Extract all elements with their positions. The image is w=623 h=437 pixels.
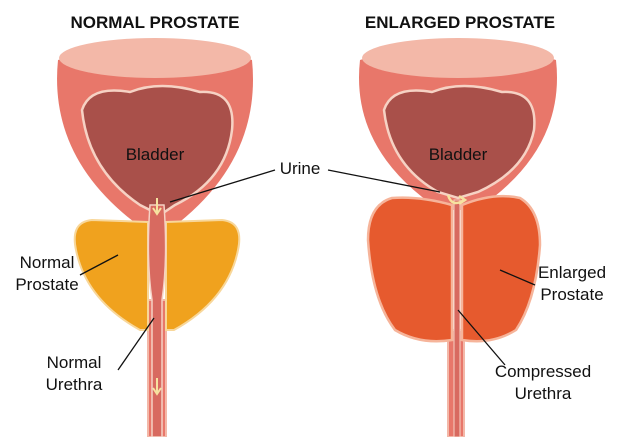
pointer-normal-urethra — [117, 317, 155, 371]
normal-prostate-illustration — [57, 38, 254, 437]
enlarged-prostate-left-lobe — [366, 196, 454, 343]
label-bladder-left: Bladder — [126, 145, 185, 164]
label-bladder-right: Bladder — [429, 145, 488, 164]
enlarged-prostate-right-lobe — [460, 194, 542, 343]
pointer-normal-prostate — [79, 254, 119, 276]
urine-arrow-icon — [152, 198, 162, 216]
title-enlarged-prostate: ENLARGED PROSTATE — [365, 13, 555, 32]
bladder-inner-left — [80, 84, 234, 217]
blocked-urine-arrow-icon — [446, 194, 468, 206]
pointer-compressed-urethra — [457, 309, 506, 366]
pointer-urine-left — [169, 169, 276, 203]
label-compressed-urethra-line2: Urethra — [515, 384, 572, 403]
compressed-urethra — [453, 199, 461, 437]
pointer-urine-right — [327, 169, 441, 193]
label-normal-urethra-line1: Normal — [47, 353, 102, 372]
normal-urethra — [147, 204, 167, 437]
label-normal-prostate-line1: Normal — [20, 253, 75, 272]
pointer-enlarged-prostate — [499, 269, 536, 286]
title-normal-prostate: NORMAL PROSTATE — [70, 13, 239, 32]
urine-flow-arrow-icon — [152, 378, 162, 396]
enlarged-prostate-illustration — [359, 38, 557, 437]
normal-prostate-right-lobe — [165, 218, 241, 331]
label-normal-prostate-line2: Prostate — [15, 275, 78, 294]
label-enlarged-prostate-line2: Prostate — [540, 285, 603, 304]
label-urine: Urine — [280, 159, 321, 178]
label-enlarged-prostate-line1: Enlarged — [538, 263, 606, 282]
label-normal-urethra-line2: Urethra — [46, 375, 103, 394]
normal-prostate-left-lobe — [73, 218, 149, 331]
label-compressed-urethra-line1: Compressed — [495, 362, 591, 381]
bladder-inner-right — [382, 84, 536, 200]
